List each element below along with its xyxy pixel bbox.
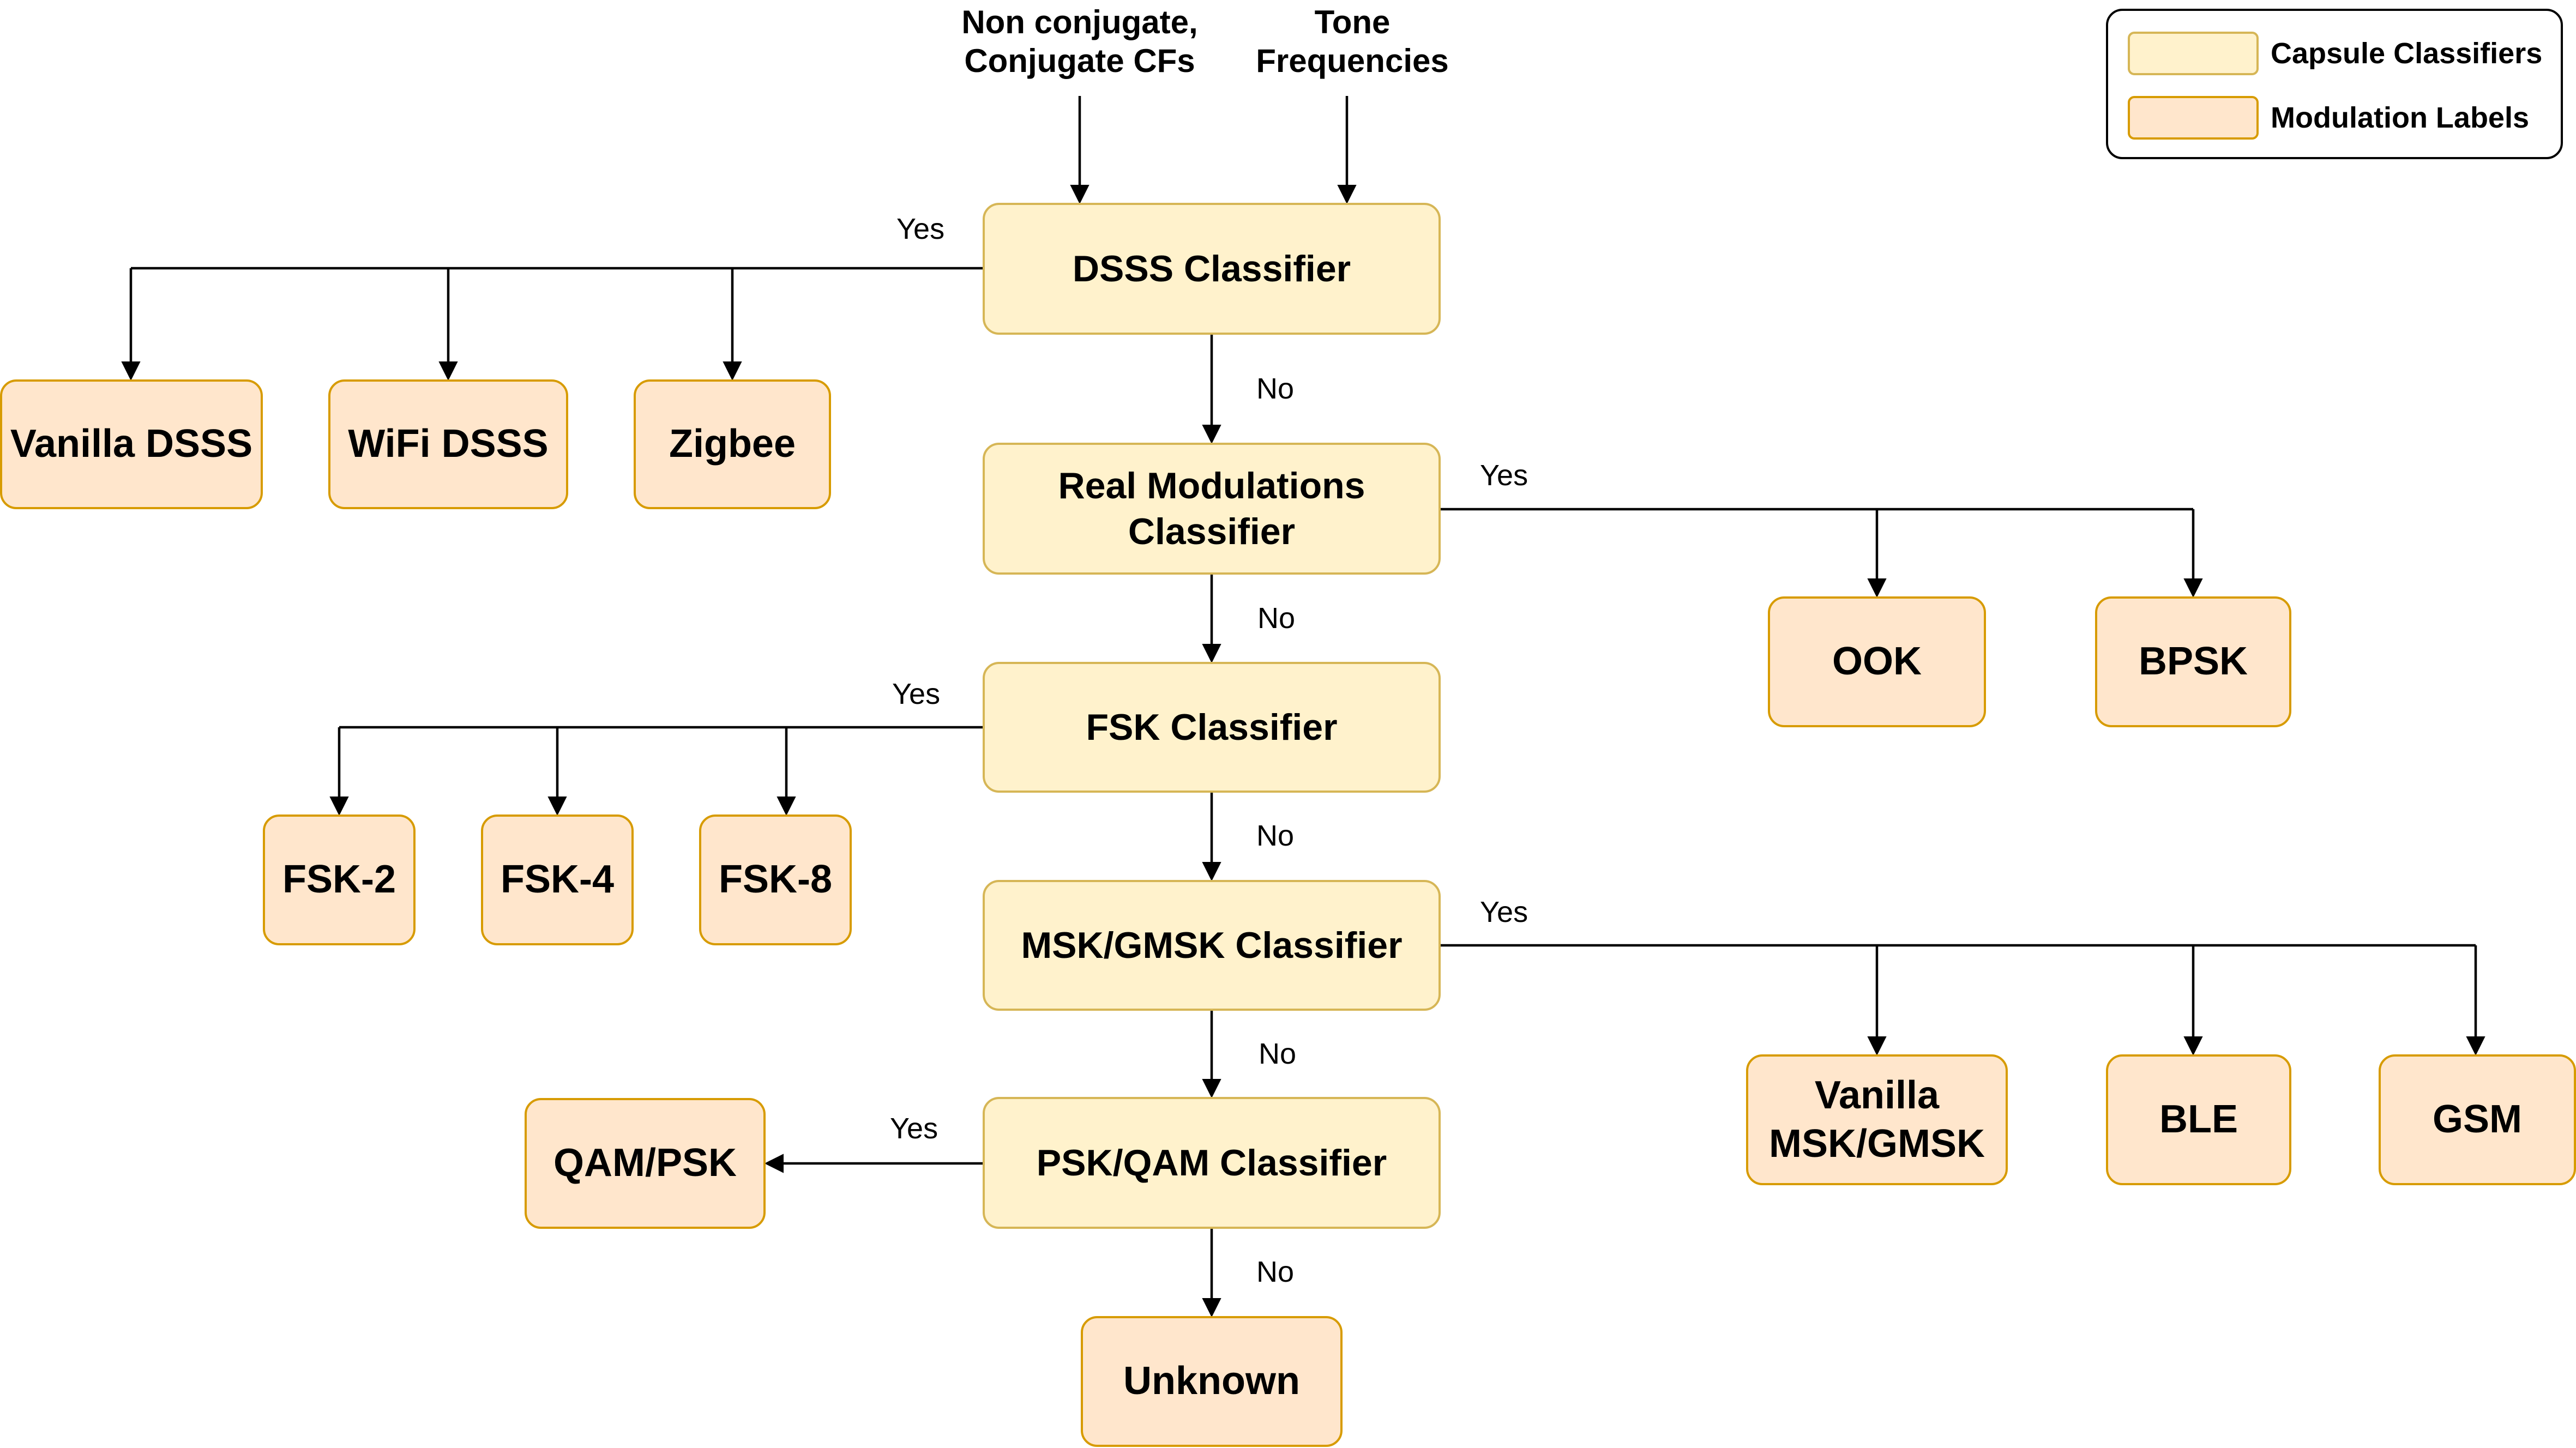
arrowhead-gsm bbox=[2466, 1036, 2485, 1056]
legend-label-classifier: Capsule Classifiers bbox=[2271, 37, 2543, 70]
psk-qam-classifier-node: PSK/QAM Classifier bbox=[983, 1097, 1441, 1229]
arrowhead-psk bbox=[1202, 1079, 1221, 1099]
edge-label-fsk-no: No bbox=[1256, 819, 1295, 852]
arrowhead-qam-psk bbox=[764, 1154, 784, 1173]
edge-label-msk-yes: Yes bbox=[1480, 896, 1528, 928]
arrowhead-vanilla-dsss bbox=[121, 361, 141, 381]
qam-psk-label-node: QAM/PSK bbox=[525, 1098, 766, 1229]
vanilla-dsss-label-node: Vanilla DSSS bbox=[0, 379, 263, 509]
edge-label-real-no: No bbox=[1257, 602, 1296, 635]
arrowhead-msk bbox=[1202, 862, 1221, 882]
wifi-dsss-label-node: WiFi DSSS bbox=[328, 379, 568, 509]
bpsk-label-node: BPSK bbox=[2095, 596, 2291, 727]
fsk-8-label-node: FSK-8 bbox=[699, 814, 852, 945]
arrowhead-wifi-dsss bbox=[438, 361, 458, 381]
edge-label-msk-no: No bbox=[1259, 1037, 1297, 1070]
legend-swatch-modulation bbox=[2128, 96, 2259, 140]
fsk-2-label-node: FSK-2 bbox=[263, 814, 416, 945]
edge-label-dsss-yes: Yes bbox=[896, 213, 945, 245]
edge-label-dsss-no: No bbox=[1256, 372, 1295, 405]
fsk-classifier-node: FSK Classifier bbox=[983, 662, 1441, 793]
zigbee-label-node: Zigbee bbox=[634, 379, 831, 509]
input-label-cfs: Non conjugate, Conjugate CFs bbox=[961, 4, 1198, 79]
fsk-4-label-node: FSK-4 bbox=[481, 814, 634, 945]
ble-label-node: BLE bbox=[2106, 1054, 2291, 1185]
arrowhead-vanilla-msk bbox=[1867, 1036, 1887, 1056]
edge-label-psk-no: No bbox=[1256, 1256, 1295, 1288]
edge-label-psk-yes: Yes bbox=[890, 1112, 938, 1145]
legend-swatch-classifier bbox=[2128, 32, 2259, 75]
arrowhead-fsk8 bbox=[777, 797, 796, 816]
gsm-label-node: GSM bbox=[2379, 1054, 2576, 1185]
arrowhead-unknown bbox=[1202, 1298, 1221, 1318]
arrowhead-bpsk bbox=[2183, 578, 2203, 598]
arrowhead-ook bbox=[1867, 578, 1887, 598]
arrowhead-cfs-dsss bbox=[1070, 185, 1090, 204]
dsss-classifier-node: DSSS Classifier bbox=[983, 203, 1441, 335]
ook-label-node: OOK bbox=[1768, 596, 1986, 727]
edge-label-real-yes: Yes bbox=[1480, 459, 1528, 492]
legend-label-modulation: Modulation Labels bbox=[2271, 101, 2530, 134]
unknown-label-node: Unknown bbox=[1081, 1316, 1343, 1447]
arrowhead-real bbox=[1202, 425, 1221, 444]
arrowhead-fsk2 bbox=[329, 797, 349, 816]
arrowhead-fsk bbox=[1202, 644, 1221, 663]
arrowhead-ble bbox=[2183, 1036, 2203, 1056]
arrowhead-tone-dsss bbox=[1337, 185, 1357, 204]
msk-gmsk-classifier-node: MSK/GMSK Classifier bbox=[983, 880, 1441, 1011]
input-label-tone: Tone Frequencies bbox=[1256, 4, 1449, 79]
legend: Capsule Classifiers Modulation Labels bbox=[2106, 9, 2563, 159]
edge-label-fsk-yes: Yes bbox=[892, 678, 941, 710]
arrowhead-zigbee bbox=[723, 361, 742, 381]
arrowhead-fsk4 bbox=[547, 797, 567, 816]
real-modulations-classifier-node: Real Modulations Classifier bbox=[983, 443, 1441, 575]
vanilla-msk-gmsk-label-node: Vanilla MSK/GMSK bbox=[1746, 1054, 2008, 1185]
